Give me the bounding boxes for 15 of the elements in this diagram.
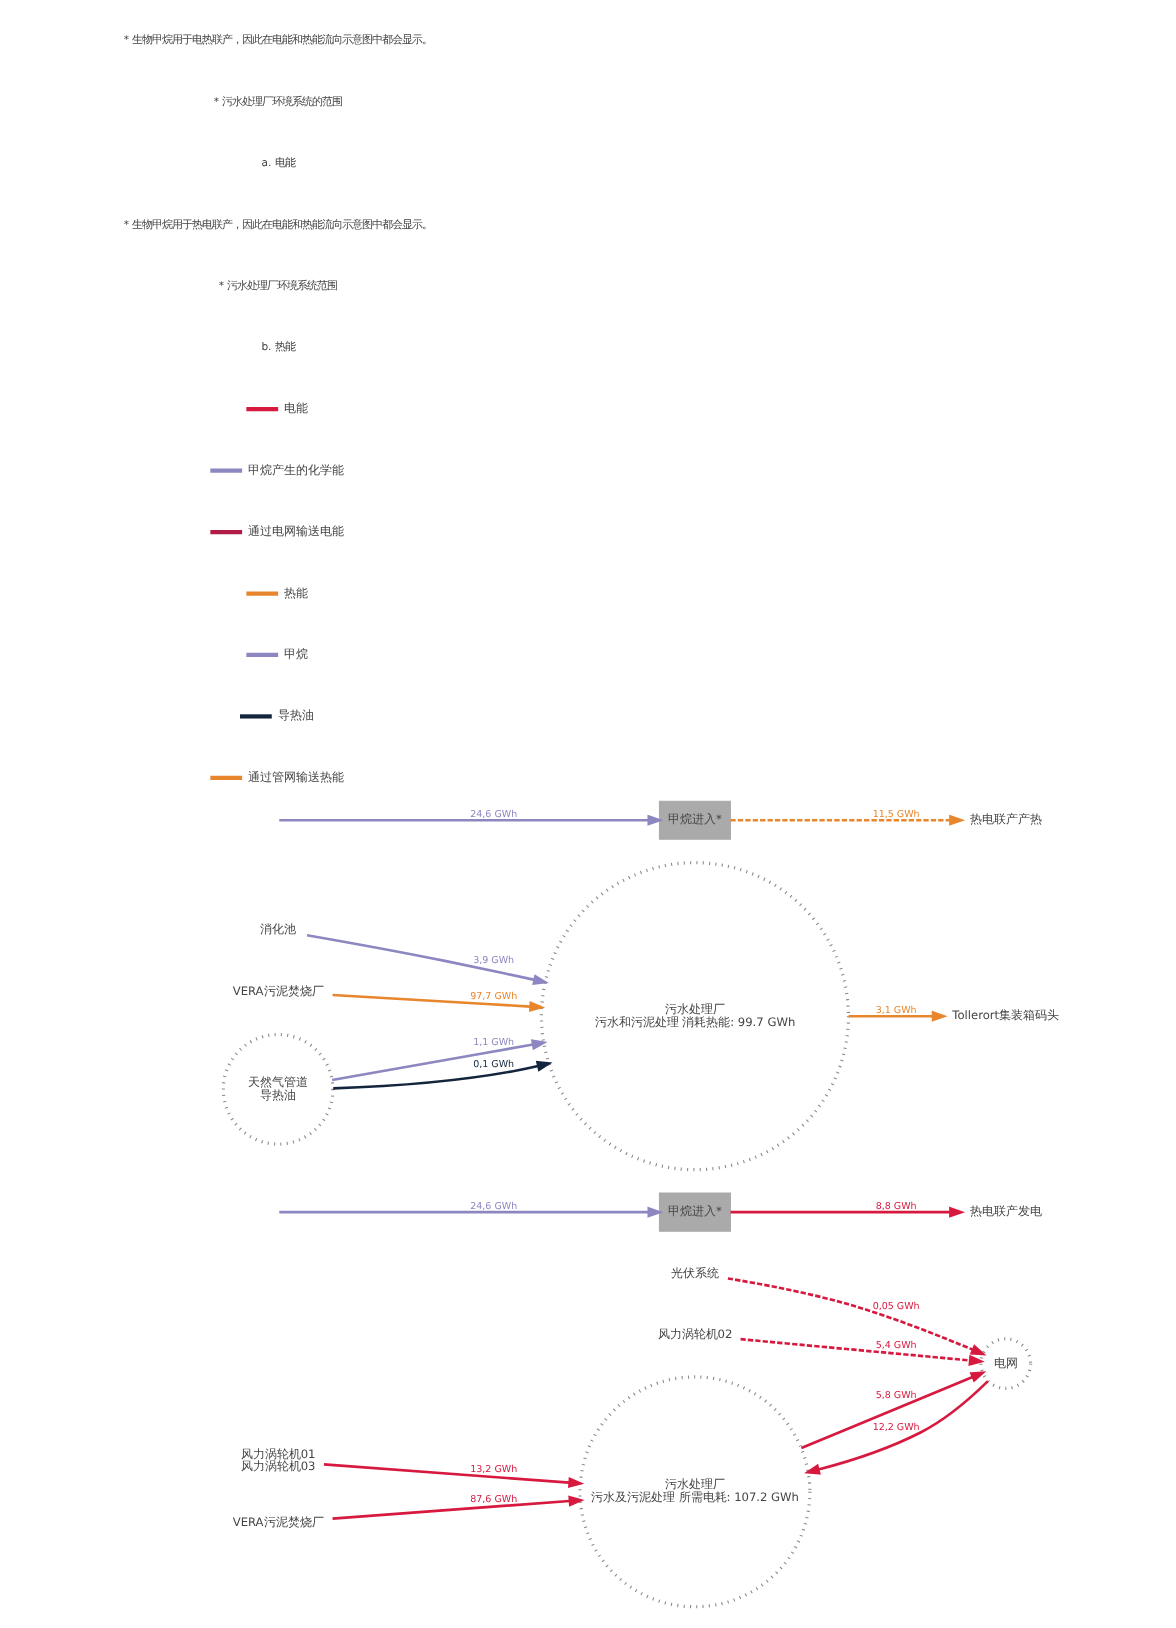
arrow	[331, 1495, 584, 1520]
arrow	[803, 1380, 988, 1475]
arrow	[305, 933, 548, 986]
arrow	[330, 1039, 547, 1082]
arrow	[726, 1277, 986, 1356]
arrow	[332, 1060, 552, 1090]
arrow	[278, 814, 663, 826]
arrow	[331, 993, 545, 1013]
arrow	[847, 1010, 947, 1022]
arrow	[739, 1337, 984, 1366]
arrow	[278, 1206, 663, 1218]
arrow	[729, 1206, 965, 1218]
arrow	[799, 1371, 986, 1450]
arrow	[729, 814, 965, 826]
arrow	[322, 1463, 584, 1489]
